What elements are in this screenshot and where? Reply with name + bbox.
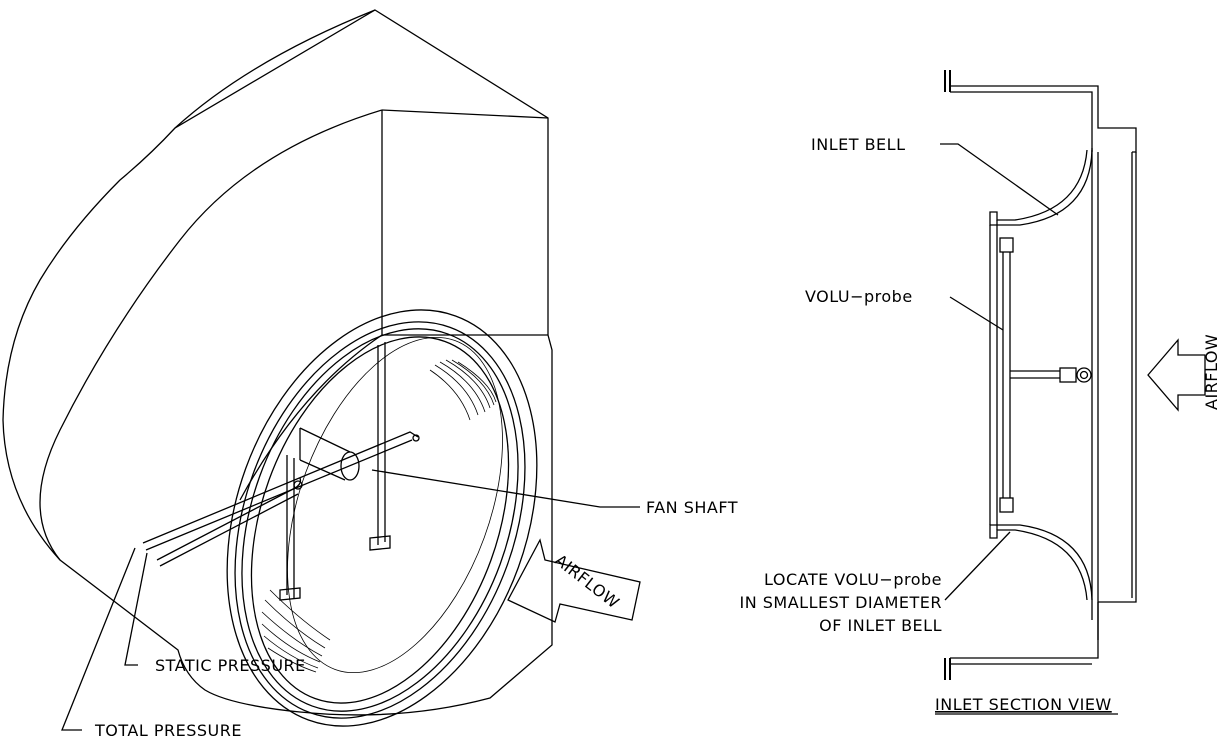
section-title: INLET SECTION VIEW [935, 695, 1112, 714]
inlet-ring [226, 309, 538, 727]
fan-housing-isometric [2, 9, 553, 716]
pressure-tubes [142, 431, 420, 567]
leaders-left [61, 469, 640, 731]
airflow-section-label: AIRFLOW [1202, 334, 1221, 410]
airflow-arrow-section: AIRFLOW [1147, 334, 1221, 412]
leaders-right [940, 143, 1059, 601]
volu-probe-label: VOLU−probe [805, 287, 913, 306]
airflow-arrow-iso: AIRFLOW [507, 538, 641, 623]
locate-line3: OF INLET BELL [819, 616, 942, 635]
fan-shaft [299, 427, 360, 481]
probe-vertical-right [369, 342, 391, 551]
inlet-bell-label: INLET BELL [811, 135, 905, 154]
fan-blade-hatching [261, 359, 497, 673]
static-pressure-label: STATIC PRESSURE [155, 656, 306, 675]
locate-line2: IN SMALLEST DIAMETER [739, 593, 942, 612]
inlet-section-view [944, 70, 1137, 680]
airflow-iso-label: AIRFLOW [551, 550, 623, 612]
locate-line1: LOCATE VOLU−probe [764, 570, 942, 589]
fan-shaft-label: FAN SHAFT [646, 498, 738, 517]
total-pressure-label: TOTAL PRESSURE [94, 721, 242, 740]
probe-vertical-left [279, 455, 301, 601]
